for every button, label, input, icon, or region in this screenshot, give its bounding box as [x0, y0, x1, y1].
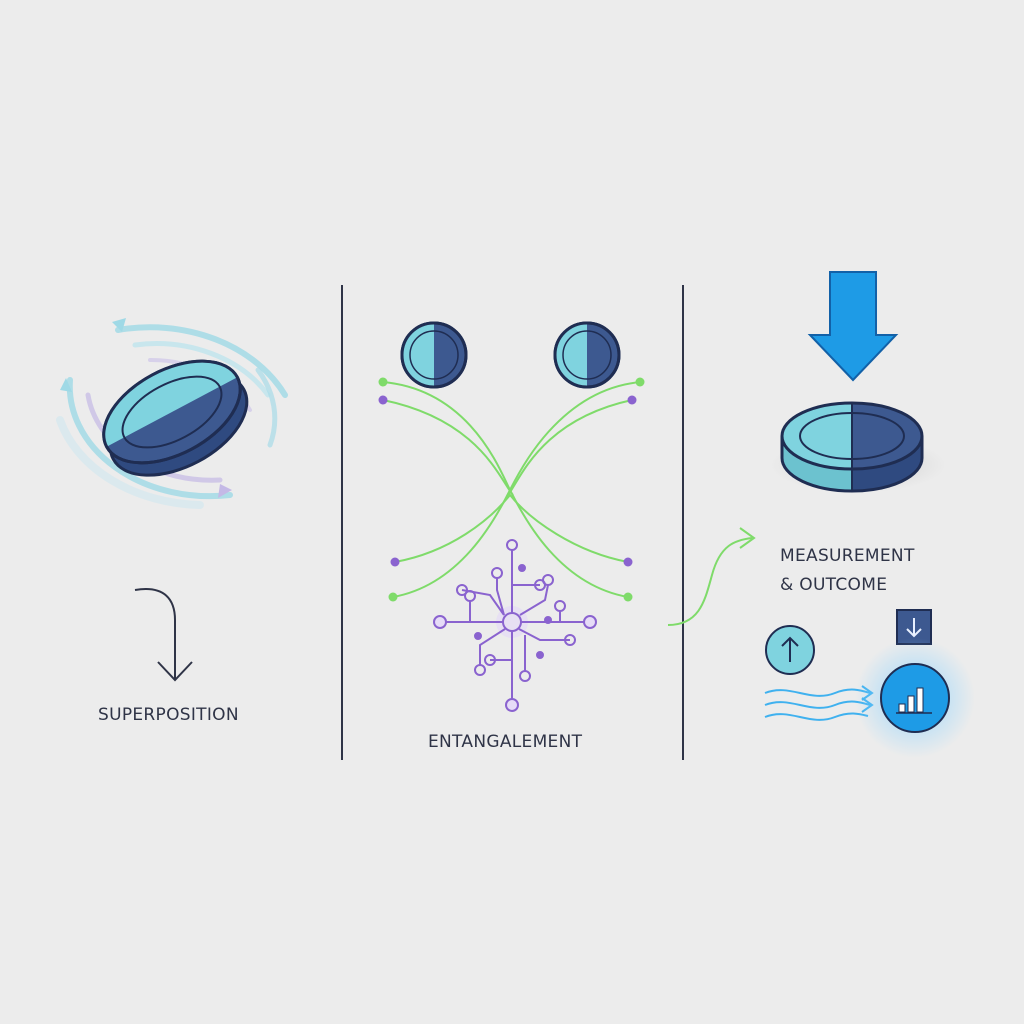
measurement-panel: [667, 271, 975, 758]
bar-chart-icon: [880, 663, 950, 733]
arrow-down-icon: [807, 271, 899, 382]
arrow-head: [157, 661, 193, 682]
measurement-label-line2: & OUTCOME: [780, 575, 888, 595]
superposition-label: SUPERPOSITION: [98, 705, 239, 725]
superposition-panel: [56, 318, 288, 682]
entanglement-nodes: [378, 377, 645, 602]
qubit-coin-measured: [780, 401, 924, 493]
arrow-down-square-icon: [896, 609, 932, 645]
circuit-network-icon: [433, 539, 597, 712]
qubit-coin-tilted: [102, 359, 249, 477]
transition-arrow-head: [739, 527, 756, 549]
entanglement-panel: [378, 321, 645, 712]
measurement-label-line1: MEASUREMENT: [780, 546, 915, 566]
curved-arrow-icon: [134, 588, 176, 680]
arrow-up-circle-icon: [765, 625, 815, 675]
qubit-left: [400, 321, 468, 389]
entanglement-label: ENTANGALEMENT: [428, 732, 583, 752]
measurement-label: MEASUREMENT & OUTCOME: [780, 542, 915, 600]
qubit-right: [553, 321, 621, 389]
transition-arrow: [667, 537, 753, 626]
entanglement-lines: [382, 381, 641, 598]
